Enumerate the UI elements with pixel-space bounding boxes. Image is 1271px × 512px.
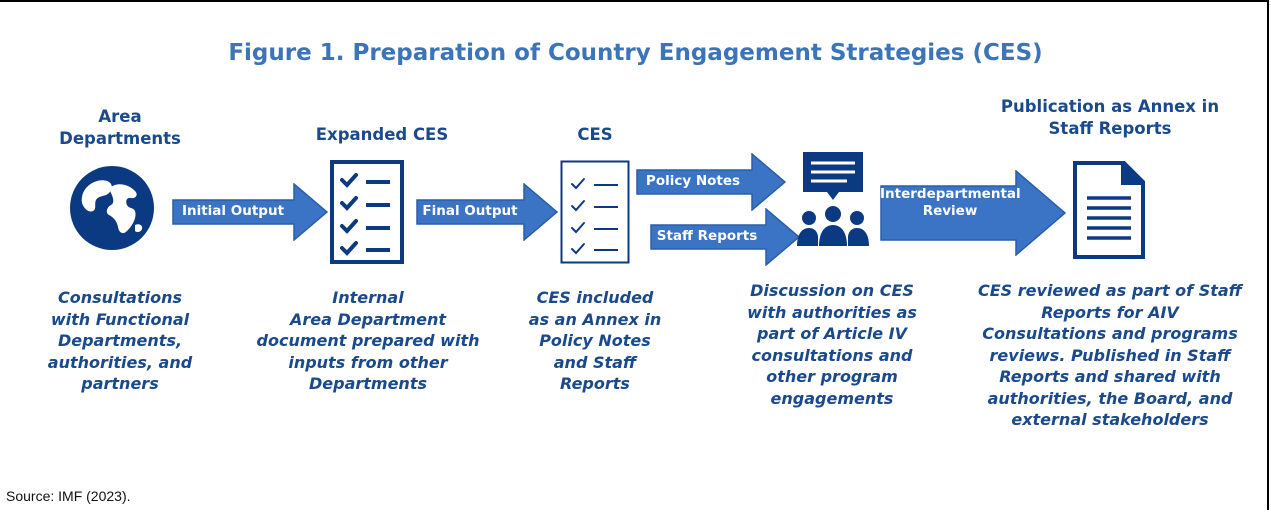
interdepartmental-review-label-line: Review [922,203,978,219]
caption-line: consultations and [751,345,913,365]
caption-line: with Functional [50,309,190,329]
caption-line: and Staff [553,352,637,372]
discussion-caption: Discussion on CES with authorities as pa… [722,280,942,409]
expanded-ces-heading: Expanded CES [282,124,482,146]
caption-line: document prepared with [256,331,480,350]
publication-heading-line: Publication as Annex in [1000,97,1220,116]
caption-line: Consultations and programs [982,324,1238,343]
area-departments-heading: Area Departments [40,106,200,150]
caption-line: engagements [770,388,894,408]
caption-line: Reports and shared with [999,367,1221,386]
staff-reports-arrow: Staff Reports [650,208,800,266]
checklist-outline-icon [560,160,630,264]
ces-heading: CES [545,124,645,146]
area-departments-caption: Consultations with Functional Department… [20,287,220,395]
expanded-ces-caption: Internal Area Department document prepar… [253,287,483,395]
caption-line: as an Annex in [528,309,662,329]
caption-line: Discussion on CES [750,281,914,300]
ces-caption: CES included as an Annex in Policy Notes… [505,287,685,395]
caption-line: reviews. Published in Staff [989,345,1231,365]
caption-line: CES reviewed as part of Staff [978,281,1242,300]
publication-heading: Publication as Annex in Staff Reports [990,96,1230,140]
publication-caption: CES reviewed as part of Staff Reports fo… [960,280,1260,431]
caption-line: authorities, and [47,352,193,372]
figure-title: Figure 1. Preparation of Country Engagem… [228,40,1043,66]
globe-icon [69,165,155,251]
interdepartmental-review-arrow: Interdepartmental Review [880,170,1066,256]
initial-output-arrow: Initial Output [172,183,328,241]
caption-line: Internal [332,288,404,307]
caption-line: with authorities as [747,302,917,322]
source-note: Source: IMF (2023). [6,488,131,504]
caption-line: other program [766,367,898,386]
document-icon [1072,160,1146,260]
interdepartmental-review-label: Interdepartmental Review [880,186,1021,220]
caption-line: part of Article IV [756,324,907,343]
staff-reports-label: Staff Reports [656,228,758,244]
caption-line: Area Department [290,309,446,329]
expanded-ces-heading-line: Expanded CES [315,125,449,144]
caption-line: Policy Notes [539,331,651,350]
checklist-icon [330,160,404,264]
caption-line: external stakeholders [1011,410,1209,429]
interdepartmental-review-label-line: Interdepartmental [880,186,1021,202]
publication-heading-line: Staff Reports [1048,119,1172,138]
ces-heading-line: CES [577,125,613,144]
caption-line: Departments [308,374,427,393]
policy-notes-label: Policy Notes [645,173,741,189]
caption-line: Consultations [57,288,182,307]
final-output-arrow: Final Output [416,183,558,241]
final-output-label: Final Output [422,203,518,219]
caption-line: authorities, the Board, and [987,388,1233,408]
caption-line: Reports for AIV [1041,302,1179,322]
caption-line: CES included [536,288,654,307]
meeting-icon [797,152,869,248]
caption-line: Reports [560,374,630,393]
caption-line: partners [81,374,159,393]
policy-notes-arrow: Policy Notes [636,153,786,211]
initial-output-label: Initial Output [181,203,285,219]
caption-line: Departments, [57,331,183,350]
area-departments-heading-line: Area [98,107,142,126]
area-departments-heading-line: Departments [59,129,181,148]
caption-line: inputs from other [288,352,448,372]
